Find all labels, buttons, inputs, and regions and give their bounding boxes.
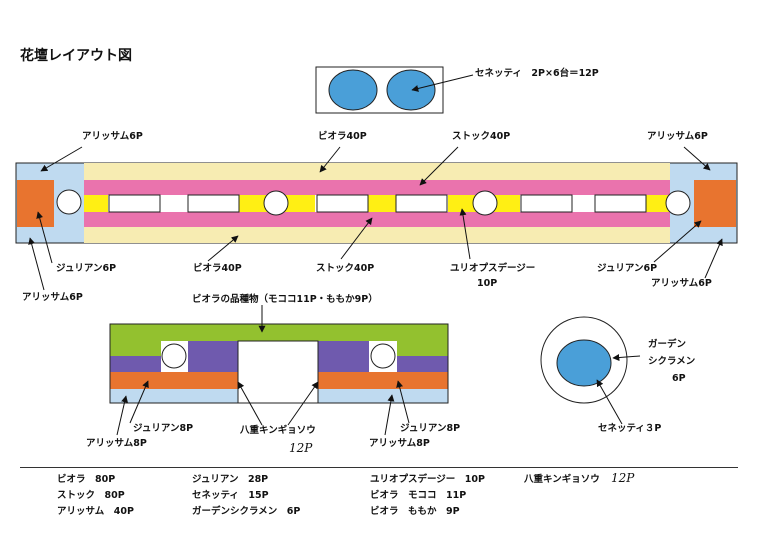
label-julian-bottom-left: ジュリアン6P [56,263,117,274]
summary-item: ビオラ 80P [57,474,116,485]
label-stock-top: ストック40P [452,131,511,142]
lower-flowerbed [109,323,449,404]
label-julian-bottom-right: ジュリアン6P [597,263,658,274]
summary-item: ガーデンシクラメン 6P [192,506,301,517]
label-senetti-3p: セネッティ３P [598,423,662,434]
label-hachijo: 八重キンギョソウ [240,425,316,436]
label-senetti-top: セネッティ 2P×6台＝12P [475,68,599,79]
senetti-planter-box [315,66,444,114]
summary-divider [20,467,738,468]
main-flowerbed [15,162,738,244]
label-alyssum-bottom-left: アリッサム6P [22,292,83,303]
label-stock-bottom: ストック40P [316,263,375,274]
label-cyclamen-line2: シクラメン [648,356,696,367]
summary-item-count: 12P [611,471,635,485]
label-viola-varieties: ビオラの品種物（モココ11P・ももか9P） [192,294,378,305]
summary-item: セネッティ 15P [192,490,269,501]
senetti-pot-right [386,69,436,111]
summary-item: ジュリアン 28P [192,474,269,485]
label-alyssum-bottom-right: アリッサム6P [651,278,712,289]
label-hachijo-count: 12P [289,441,313,455]
snapdragon-area [237,340,319,404]
label-alyssum-8p-right: アリッサム8P [369,438,430,449]
label-viola-bottom: ビオラ40P [193,263,242,274]
senetti-pot-left [328,69,378,111]
label-alyssum-top-right: アリッサム6P [647,131,708,142]
summary-item: ビオラ ももか 9P [370,506,460,517]
label-cyclamen-line3: 6P [672,373,686,384]
summary-item: ユリオプスデージー 10P [370,474,485,485]
label-euryops-line2: 10P [477,278,498,289]
label-julian-8p-right: ジュリアン8P [400,423,461,434]
cyclamen-round-planter [540,316,628,404]
label-alyssum-8p-left: アリッサム8P [86,438,147,449]
summary-item: ストック 80P [57,490,125,501]
callout-arrows [28,74,723,436]
orange-block-left [17,180,54,227]
label-cyclamen-line1: ガーデン [648,339,687,350]
pots-main [56,189,691,216]
page-title: 花壇レイアウト図 [20,48,132,64]
yellow-segments [84,195,670,212]
label-alyssum-top-left: アリッサム6P [82,131,143,142]
white-slots [108,194,647,213]
orange-block-right [694,180,736,227]
summary-item: 八重キンギョソウ [524,474,600,485]
label-euryops-line1: ユリオプスデージー [450,263,536,274]
summary-item: アリッサム 40P [57,506,134,517]
summary-item: ビオラ モココ 11P [370,490,467,501]
label-julian-8p-left: ジュリアン8P [133,423,194,434]
label-viola-top: ビオラ40P [318,131,367,142]
